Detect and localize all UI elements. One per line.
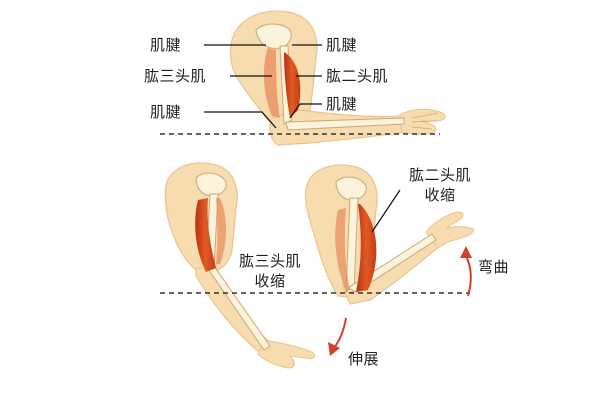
top-radius-ulna xyxy=(285,117,405,131)
label-biceps-contract-line2: 收缩 xyxy=(424,186,456,204)
label-top-triceps: 肱三头肌 xyxy=(144,67,207,85)
flexed-humerus xyxy=(345,197,359,293)
extension-arrow xyxy=(328,317,347,356)
flexed-biceps-muscle xyxy=(356,204,377,292)
flexed-hand-skin xyxy=(425,211,475,249)
extended-triceps-muscle xyxy=(195,198,216,272)
label-top-left-tendon: 肌腱 xyxy=(150,36,182,54)
flexed-triceps-muscle xyxy=(335,208,350,292)
top-leader-lines xyxy=(204,44,322,129)
top-finger-lines xyxy=(411,112,439,130)
label-triceps-contract-line2: 收缩 xyxy=(254,272,286,290)
top-biceps-muscle xyxy=(284,52,301,118)
top-arm-figure xyxy=(229,10,446,146)
biceps-contract-leader xyxy=(371,189,401,233)
flexed-scapula xyxy=(335,176,367,201)
extended-scapula xyxy=(195,172,227,197)
label-top-right-lower-tendon: 肌腱 xyxy=(326,95,358,113)
label-flexion: 弯曲 xyxy=(478,258,510,276)
extended-hand-skin xyxy=(257,339,316,369)
top-triceps-muscle xyxy=(263,48,280,118)
label-top-biceps: 肱二头肌 xyxy=(326,67,389,85)
extended-arm-figure xyxy=(164,162,316,369)
label-biceps-contract-line1: 肱二头肌 xyxy=(408,166,471,184)
flexion-arrow xyxy=(460,246,472,297)
extended-biceps-muscle xyxy=(216,198,226,264)
label-extension: 伸展 xyxy=(348,350,380,368)
label-top-right-tendon: 肌腱 xyxy=(326,36,358,54)
label-triceps-contract-line1: 肱三头肌 xyxy=(238,252,301,270)
flexed-arm-figure xyxy=(304,164,475,305)
label-top-lower-tendon: 肌腱 xyxy=(150,103,182,121)
